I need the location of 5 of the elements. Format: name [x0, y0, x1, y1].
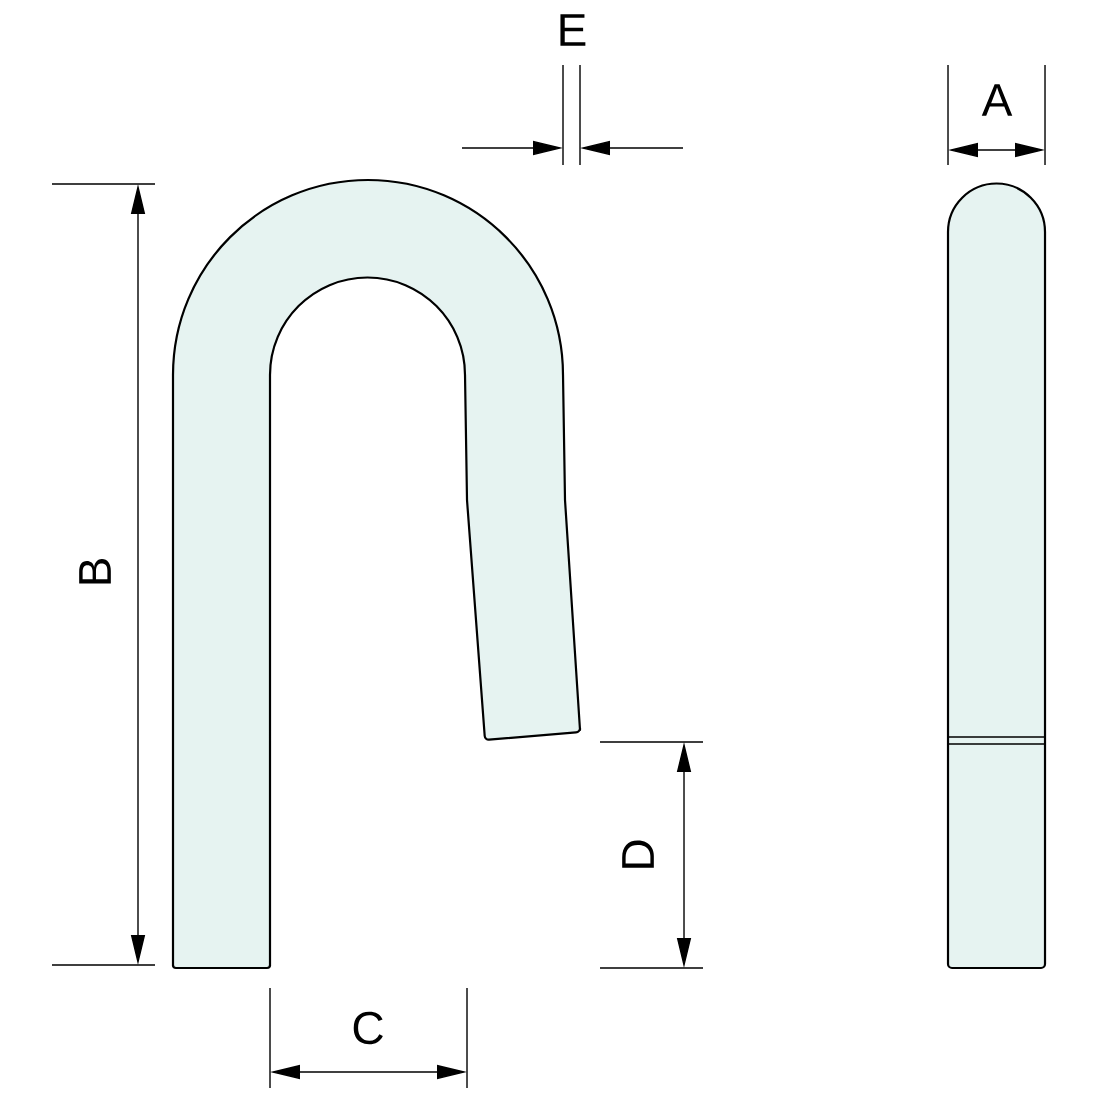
dimension-label: C — [353, 1011, 383, 1045]
dimension-label: E — [560, 14, 586, 46]
dimension-label: A — [981, 84, 1013, 116]
dimension-label: D — [622, 840, 654, 868]
dimension-label: B — [79, 559, 111, 584]
